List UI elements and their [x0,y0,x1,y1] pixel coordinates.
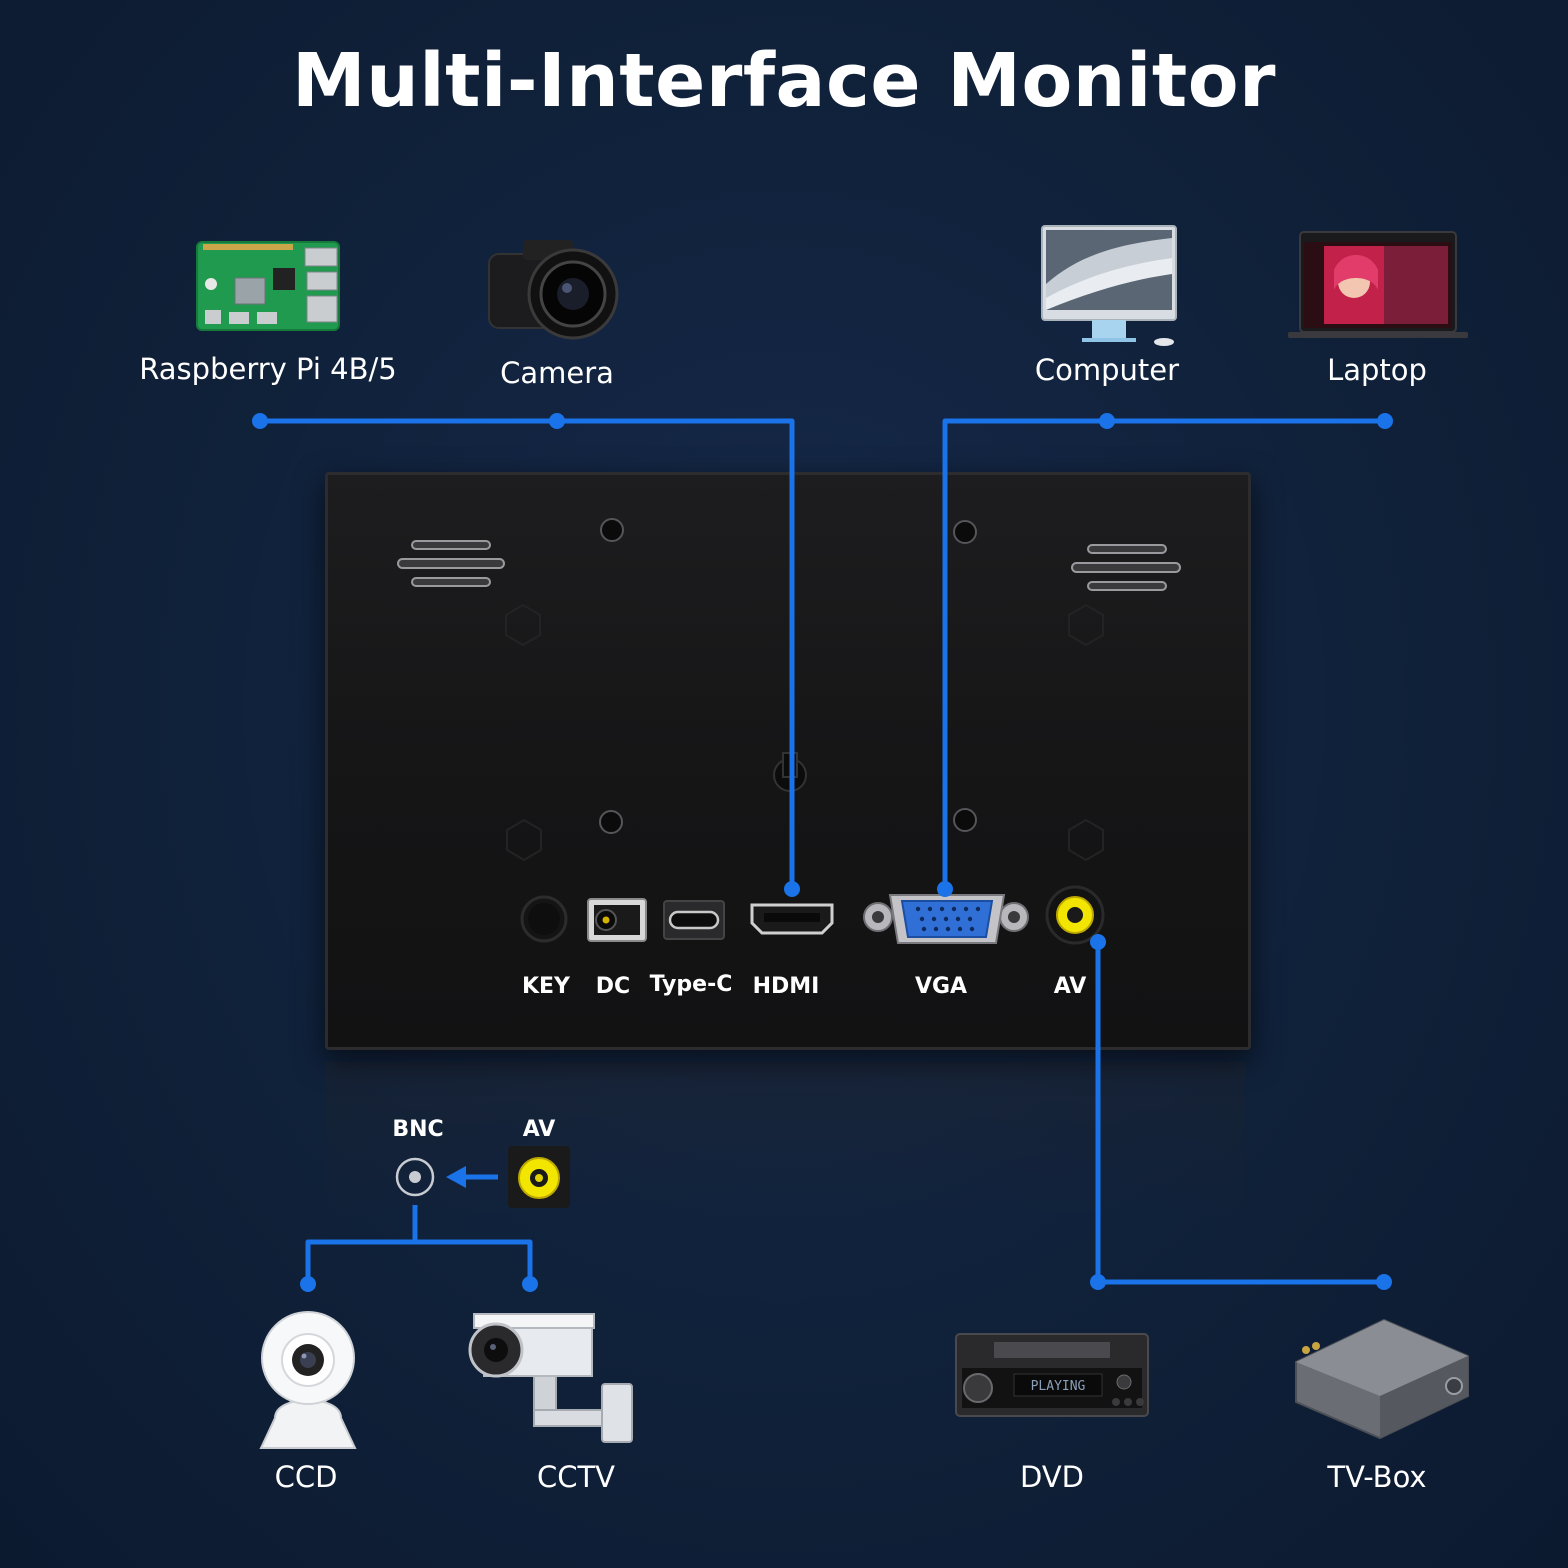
mount-marks [505,603,1104,862]
vga-wire [942,418,1385,889]
device-label-dvd: DVD [1020,1460,1084,1494]
hdmi-wire [260,418,795,889]
port-label-vga: VGA [914,974,968,999]
device-label-laptop: Laptop [1327,353,1427,387]
port-label-av: AV [1053,974,1087,999]
adapter-label-av: AV [522,1117,556,1142]
bullet-camera-icon [464,1312,636,1449]
bnc-wire-cctv [415,1239,533,1284]
port-label-type-c: Type-C [649,972,733,997]
port-label-dc: DC [595,974,631,999]
av-wire [1095,942,1384,1285]
key-button-icon [520,895,568,943]
vga-port-icon [863,894,1029,944]
adapter-label-bnc: BNC [392,1117,444,1142]
device-label-camera: Camera [500,356,614,390]
port-label-hdmi: HDMI [752,974,820,999]
page-title: Multi-Interface Monitor [291,38,1277,124]
adapter-rca-icon [508,1146,570,1213]
raspberry-pi-board-icon [195,238,341,337]
rca-av-port-icon [1045,885,1105,945]
monitor-reflection [325,1062,1245,1222]
screw-holes [599,518,977,834]
usb-c-port-icon [663,900,725,940]
dome-camera-icon [257,1306,359,1457]
right-vent-icon [1071,544,1181,591]
camera-icon [487,232,629,347]
tv-box-icon [1294,1316,1470,1447]
bnc-wire [305,1205,418,1284]
device-label-tv-box: TV-Box [1327,1460,1427,1494]
hdmi-port-icon [750,903,834,935]
device-label-ccd: CCD [274,1460,338,1494]
dvd-player-icon: PLAYING [954,1332,1150,1427]
dvd-display-text: PLAYING [1031,1379,1086,1394]
device-label-computer: Computer [1034,353,1180,387]
adapter-arrow-head [446,1166,466,1188]
laptop-icon [1286,230,1470,347]
left-vent-icon [397,540,505,587]
device-label-raspberry-pi: Raspberry Pi 4B/5 [139,352,397,386]
port-label-key: KEY [521,974,570,999]
bnc-connector-icon [394,1156,436,1203]
wire-dots [252,413,1393,1292]
device-label-cctv: CCTV [536,1460,616,1494]
desktop-computer-icon [1040,224,1180,355]
monitor-panel-details [397,518,1181,945]
dc-jack-icon [587,898,647,942]
